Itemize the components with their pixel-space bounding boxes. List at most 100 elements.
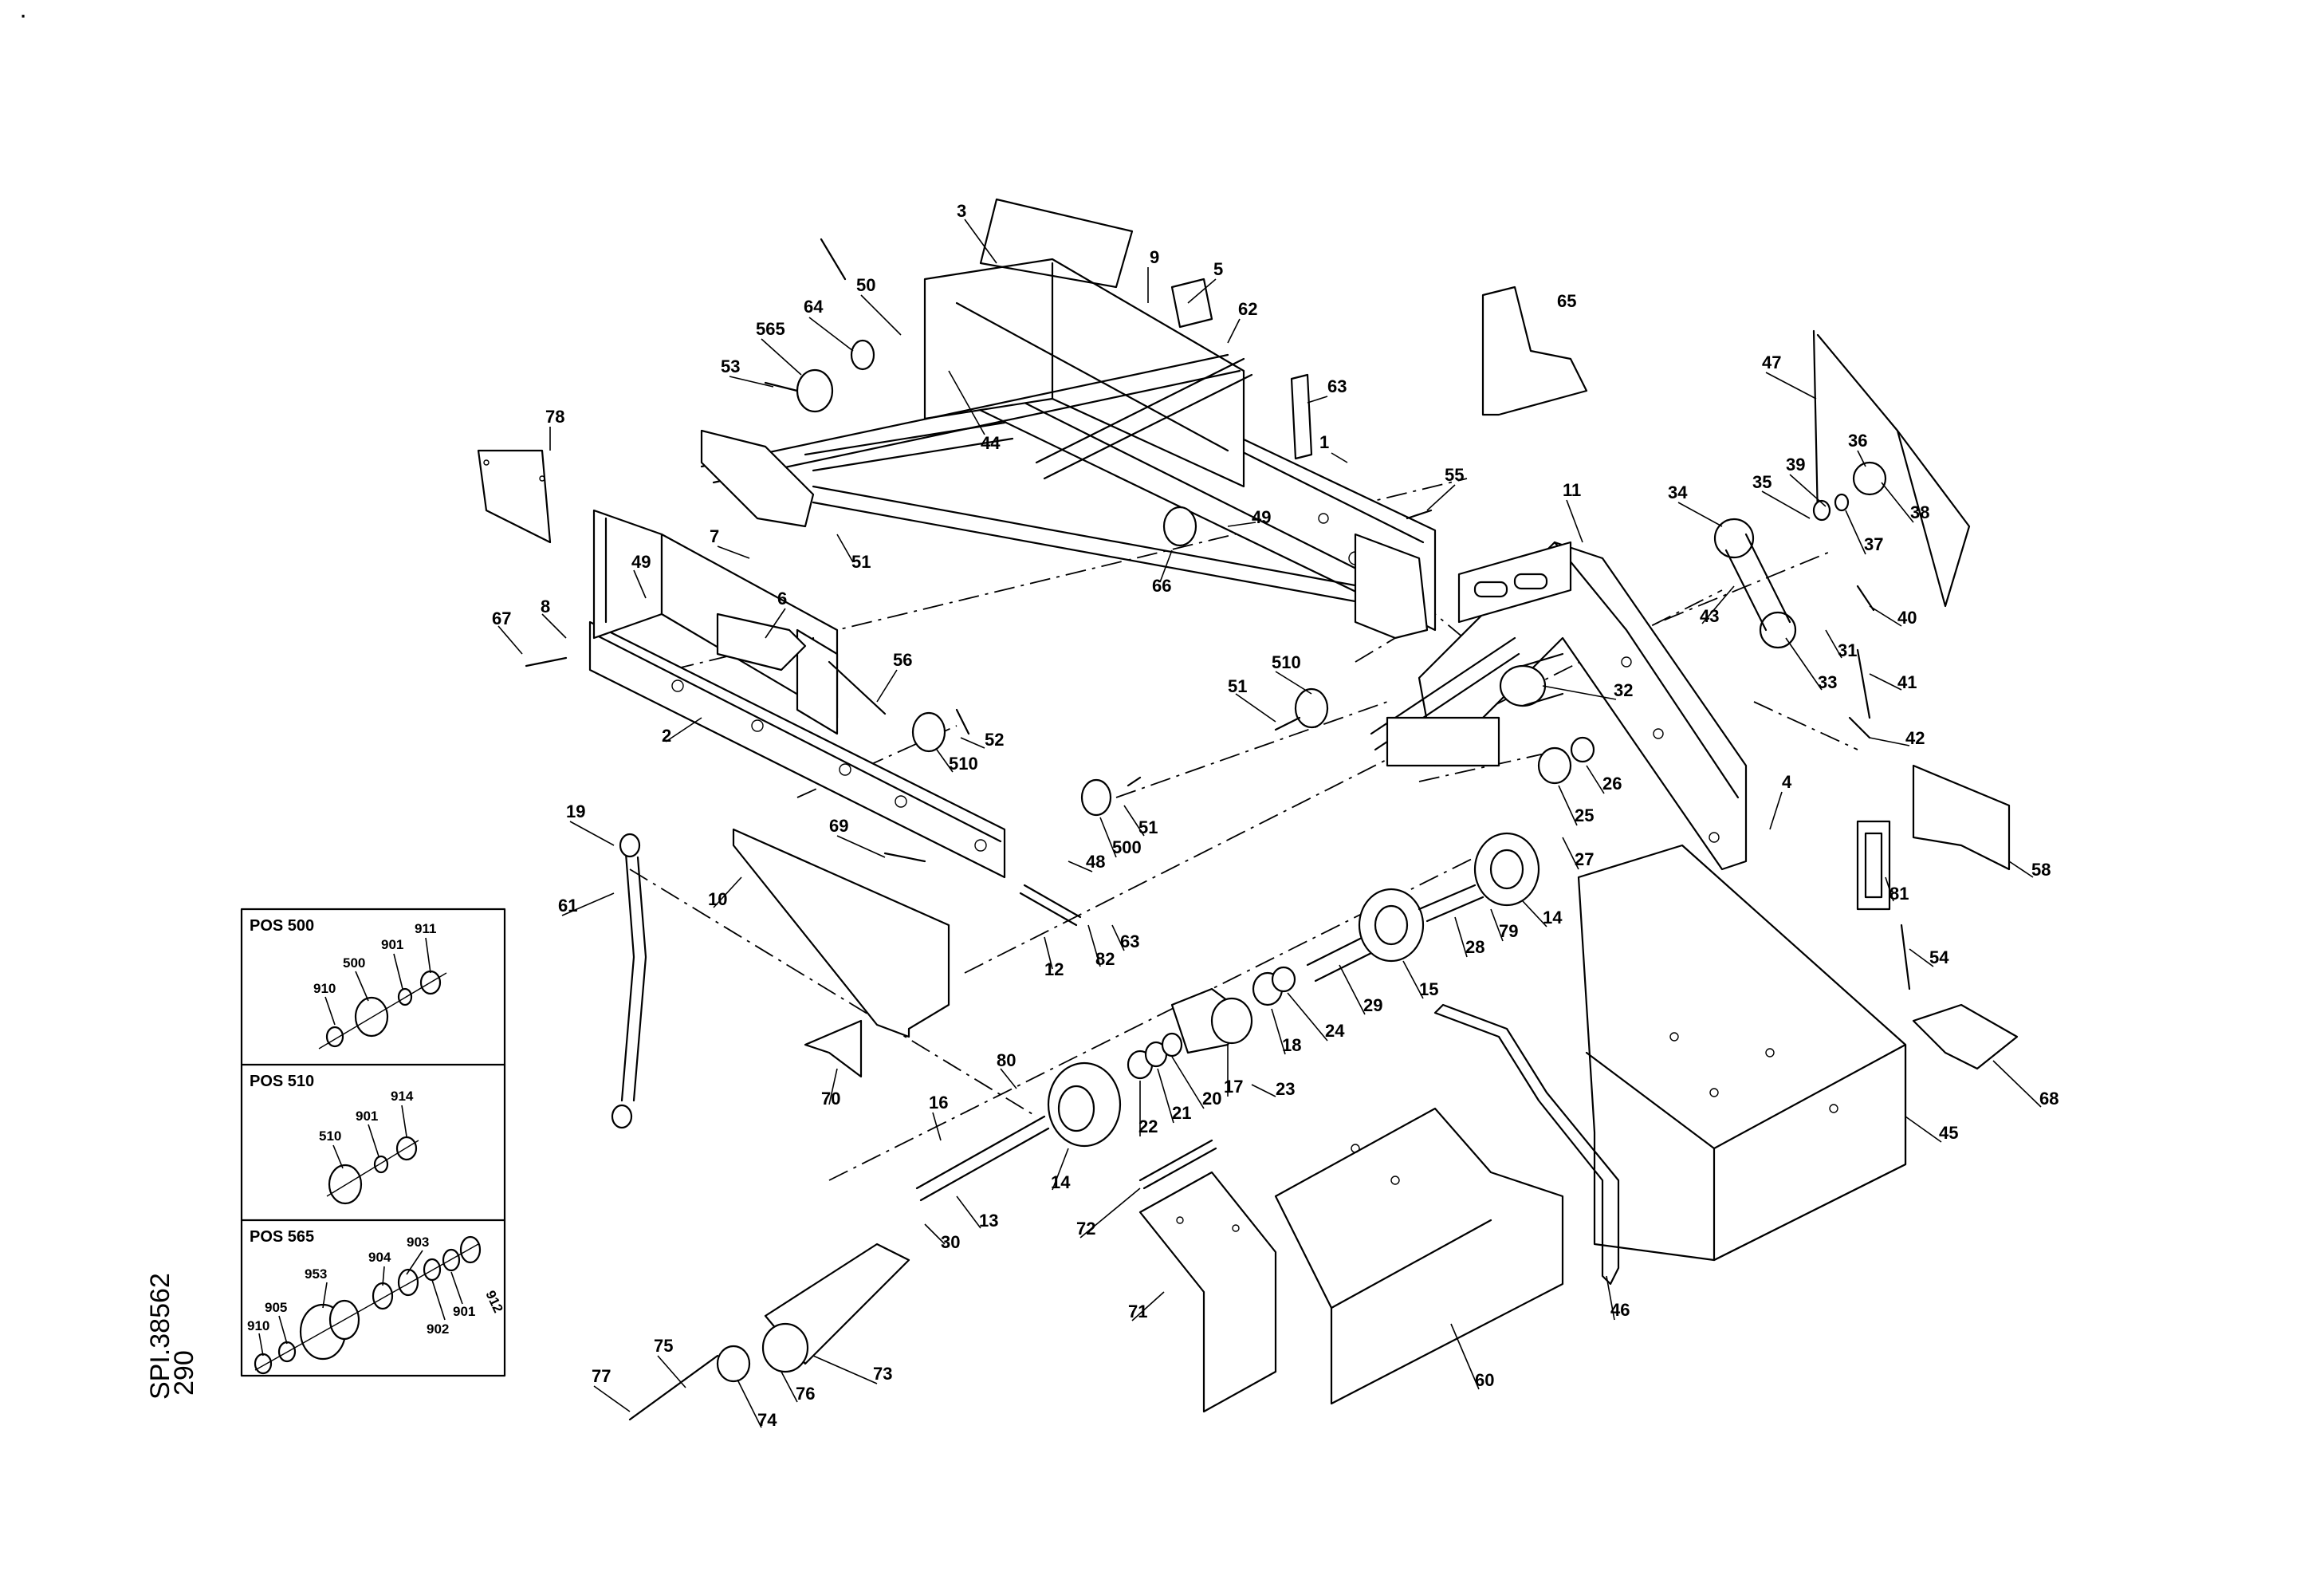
callout-39: 39 [1786,455,1805,475]
turnbuckle-61 [620,852,647,1102]
callout-81: 81 [1889,884,1909,904]
cross-tube [812,485,1405,612]
bracket-65 [1481,286,1588,416]
callout-36: 36 [1848,431,1867,451]
disc-64 [850,339,875,371]
inset510-901: 901 [356,1109,378,1124]
callout-26: 26 [1602,774,1622,794]
inset510-914: 914 [391,1089,414,1104]
callout-40: 40 [1897,608,1917,628]
plate-68 [1912,1003,2019,1070]
callout-labels: 1 2 3 4 5 6 7 8 9 10 11 12 13 14 14 14 1… [492,201,2059,1430]
callout-1: 1 [1319,432,1329,452]
inset-pos565-title: POS 565 [250,1228,314,1246]
guard-10 [732,828,950,1038]
callout-23: 23 [1276,1079,1295,1099]
callout-65: 65 [1557,291,1576,311]
callout-45: 45 [1939,1123,1958,1143]
plate-58 [1912,764,2011,871]
callout-7: 7 [710,526,719,546]
callout-16: 16 [929,1093,948,1113]
gearbox-frame [1370,541,1748,871]
callout-10: 10 [708,889,727,909]
callout-21: 21 [1172,1103,1191,1123]
callout-29: 29 [1363,995,1382,1015]
page-number: 290 [169,1350,199,1396]
callout-75: 75 [654,1336,673,1356]
roller-66 [1162,506,1197,547]
inset565-904: 904 [368,1250,391,1265]
inset500-911: 911 [415,921,436,936]
drawing-reference: 290 SPI.38562 [145,1273,199,1400]
callout-8: 8 [541,597,550,616]
callout-51a: 51 [851,552,871,572]
inset565-905: 905 [265,1300,287,1315]
front-frame-beam [588,620,1006,879]
callout-14b: 14 [1543,908,1563,927]
drive-train [628,652,1595,1421]
callout-24: 24 [1325,1021,1345,1041]
callout-3: 3 [957,201,966,221]
callout-52: 52 [985,730,1004,750]
callout-78: 78 [545,407,564,427]
callout-27: 27 [1575,849,1594,869]
callout-47: 47 [1762,352,1781,372]
callout-42: 42 [1905,728,1925,748]
callout-58: 58 [2031,860,2051,880]
callout-67: 67 [492,608,511,628]
callout-76: 76 [796,1384,815,1404]
inset-pos500-title: POS 500 [250,917,314,935]
roller-510-right [1294,687,1329,729]
callout-71: 71 [1128,1302,1147,1321]
main-frame [588,258,1437,879]
right-end-plate [1354,533,1429,640]
guards [477,198,2019,1413]
inset565-903: 903 [407,1235,429,1250]
diagonal-strut [1035,357,1253,480]
leader-lines [497,219,2042,1428]
inset500-910: 910 [313,981,336,996]
callout-12: 12 [1044,959,1064,979]
callout-11: 11 [1563,480,1581,500]
callout-35: 35 [1752,472,1772,492]
callout-34: 34 [1668,482,1688,502]
callout-37: 37 [1864,534,1883,554]
fasteners [525,238,1433,1129]
callout-61: 61 [558,896,577,916]
callout-55: 55 [1445,465,1464,485]
callout-28: 28 [1465,937,1484,957]
callout-19: 19 [566,801,585,821]
bracket-42 [1848,716,1871,739]
roller-565 [796,368,834,413]
callout-56: 56 [893,650,912,670]
inset565-910: 910 [247,1318,269,1333]
callout-51b: 51 [1228,676,1247,696]
callout-2: 2 [662,726,671,746]
guard-60 [1274,1107,1564,1405]
disc-74 [716,1345,751,1383]
bracket-6 [716,612,807,671]
plate-63 [1290,373,1313,460]
pto-mount [1386,716,1500,767]
corner-mark: . [21,2,26,22]
callout-54: 54 [1929,947,1949,967]
callout-62: 62 [1238,299,1257,319]
roller-500 [1080,778,1112,817]
callout-9: 9 [1150,247,1159,267]
inset565-901: 901 [453,1304,475,1319]
cone-rim [761,1322,809,1373]
callout-18: 18 [1282,1035,1301,1055]
inset565-912: 912 [482,1288,505,1315]
left-bracket-outer [592,509,663,640]
callout-72: 72 [1076,1219,1095,1239]
sprockets [1713,461,1911,990]
callout-4: 4 [1782,772,1792,792]
callout-64: 64 [804,297,824,317]
inset500-901: 901 [381,937,403,952]
callout-25: 25 [1575,805,1594,825]
callout-63a: 63 [1327,376,1347,396]
roller-510-left [911,711,946,753]
inset-frame [240,908,506,1377]
callout-49b: 49 [1252,507,1271,527]
guard-47 [1812,329,1971,608]
